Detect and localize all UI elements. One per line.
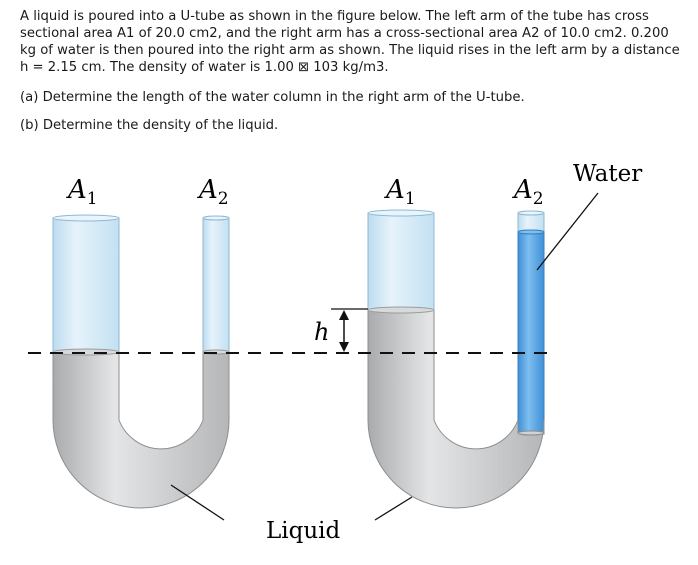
label-liquid: Liquid	[266, 518, 341, 544]
water-column	[517, 231, 545, 435]
right-tube-arm-a1	[367, 212, 435, 314]
part-a-question: (a) Determine the length of the water co…	[20, 90, 525, 105]
left-u-tube	[52, 214, 230, 509]
liquid-fill-right-tube	[367, 309, 545, 509]
label-a1-left: A1	[66, 175, 98, 209]
height-marker-h	[331, 308, 368, 352]
problem-intro: A liquid is poured into a U-tube as show…	[20, 9, 680, 75]
label-h: h	[314, 318, 329, 346]
label-water: Water	[573, 161, 642, 187]
label-a2-right: A2	[512, 175, 544, 209]
label-a1-right: A1	[384, 175, 416, 209]
right-u-tube	[367, 209, 545, 509]
left-tube-arm-a1	[52, 217, 120, 355]
liquid-fill-left-tube	[52, 351, 230, 509]
u-tube-figure: A1 A2 A1 A2 h Liquid Water	[28, 161, 642, 544]
problem-text: A liquid is poured into a U-tube as show…	[20, 8, 684, 134]
liquid-leader-line-right	[374, 496, 413, 521]
label-a2-left: A2	[197, 175, 229, 209]
water-leader-line	[536, 192, 599, 271]
part-b-question: (b) Determine the density of the liquid.	[20, 118, 279, 133]
liquid-leader-line-left	[170, 484, 225, 521]
left-tube-arm-a2	[202, 217, 230, 355]
